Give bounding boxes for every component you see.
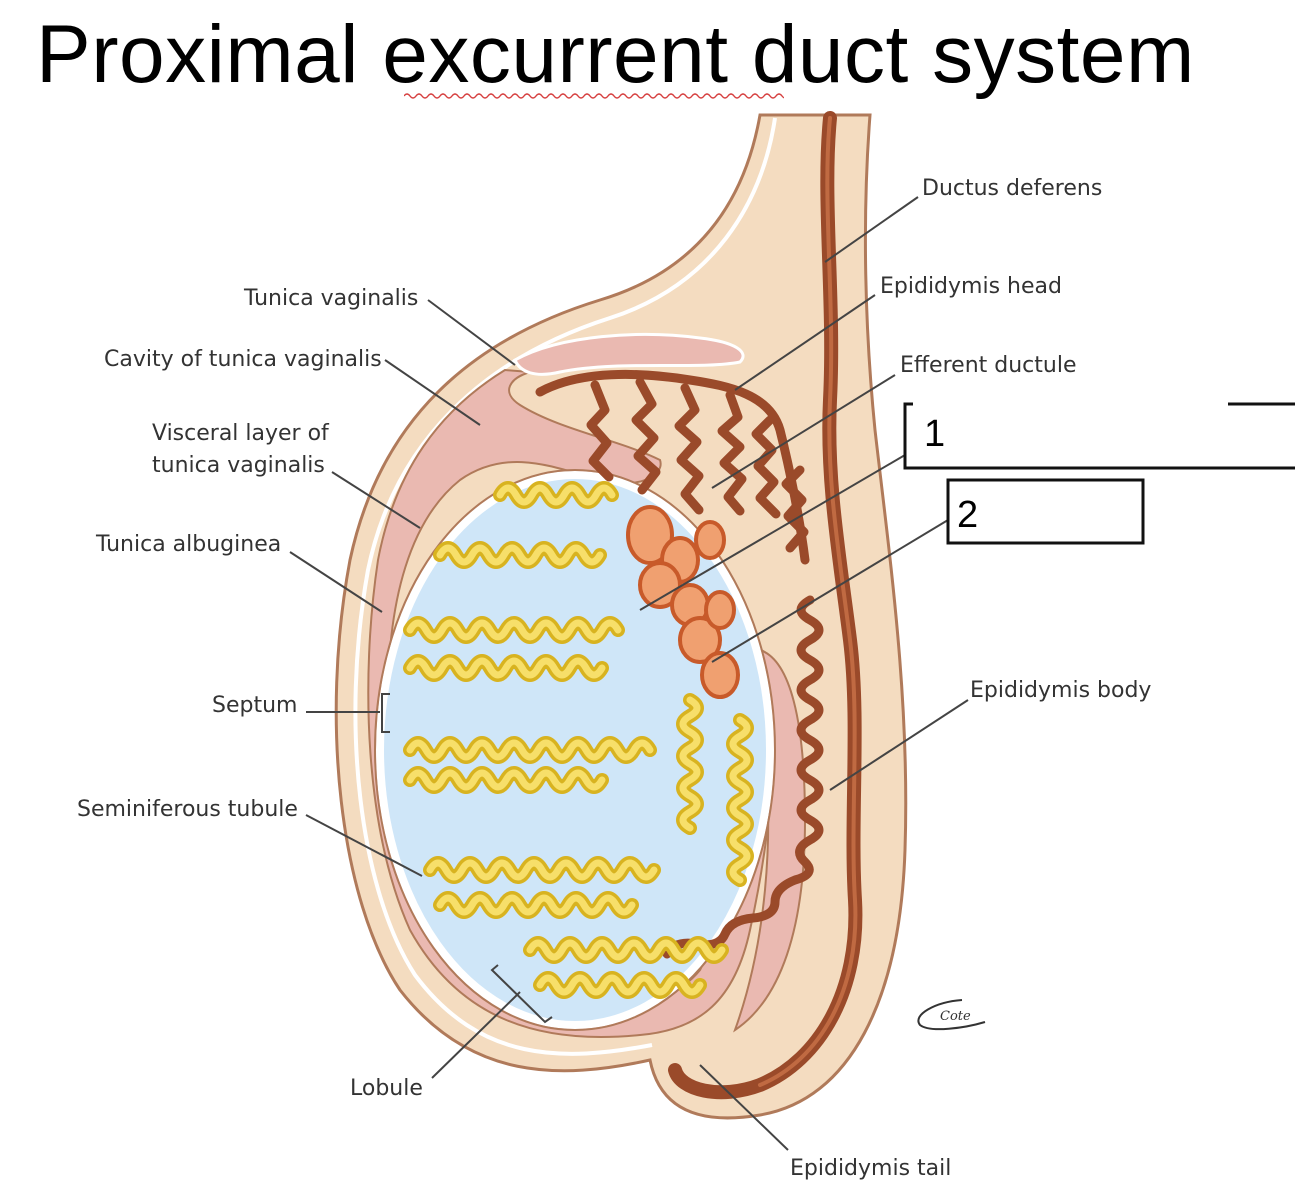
label-tunica-albuginea: Tunica albuginea	[95, 532, 281, 557]
label-visceral-layer-line1: Visceral layer of	[152, 421, 330, 446]
leader-cavity	[384, 359, 481, 426]
leader-tunica-albuginea	[289, 551, 383, 613]
tunica-albuginea-ring	[374, 469, 776, 1031]
label-epididymis-body: Epididymis body	[970, 678, 1151, 703]
leader-box2	[711, 519, 949, 663]
leader-tunica-vaginalis	[427, 299, 516, 366]
label-ductus-deferens: Ductus deferens	[922, 176, 1102, 201]
label-epididymis-tail: Epididymis tail	[790, 1156, 951, 1181]
slide-title: Proximal excurrent duct system	[36, 9, 1195, 100]
lobule-bracket	[490, 964, 553, 1024]
leader-ductus-deferens	[824, 196, 919, 263]
label-septum: Septum	[212, 693, 297, 718]
label-efferent-ductule: Efferent ductule	[900, 353, 1076, 378]
leader-lobule	[431, 991, 521, 1079]
leader-box1	[639, 454, 906, 611]
septum-bracket	[381, 693, 390, 733]
answer-box-1-number: 1	[924, 413, 945, 455]
label-seminiferous-tubule: Seminiferous tubule	[77, 797, 298, 822]
label-tunica-vaginalis: Tunica vaginalis	[243, 286, 418, 311]
label-lobule: Lobule	[350, 1076, 423, 1101]
spellcheck-underline	[404, 93, 784, 99]
label-cavity-tunica-vaginalis: Cavity of tunica vaginalis	[104, 347, 382, 372]
ductus-deferens-highlight	[758, 116, 858, 1087]
leader-visceral-layer	[331, 471, 421, 529]
leader-epididymis-head	[734, 294, 876, 391]
leader-seminiferous-tubule	[305, 814, 423, 877]
leader-epididymis-body	[829, 699, 969, 791]
epididymis-head	[535, 369, 810, 565]
signature-swoosh	[917, 999, 986, 1031]
parietal-layer-line	[353, 117, 777, 1056]
leader-efferent-ductule	[711, 374, 896, 489]
answer-box-1[interactable]	[903, 402, 1295, 470]
epididymis-body-tube	[662, 595, 824, 959]
leader-lines	[289, 196, 969, 1151]
label-visceral-layer-line2: tunica vaginalis	[152, 453, 325, 478]
seminiferous-tubules-fill	[406, 484, 751, 996]
signature-text: Cote	[940, 1009, 971, 1024]
leader-epididymis-tail	[699, 1064, 789, 1151]
answer-box-2-number: 2	[957, 494, 978, 536]
cavity-upper-recess	[513, 332, 745, 376]
label-epididymis-head: Epididymis head	[880, 274, 1062, 299]
answer-box-2[interactable]	[946, 478, 1145, 545]
rete-testis	[626, 505, 740, 699]
